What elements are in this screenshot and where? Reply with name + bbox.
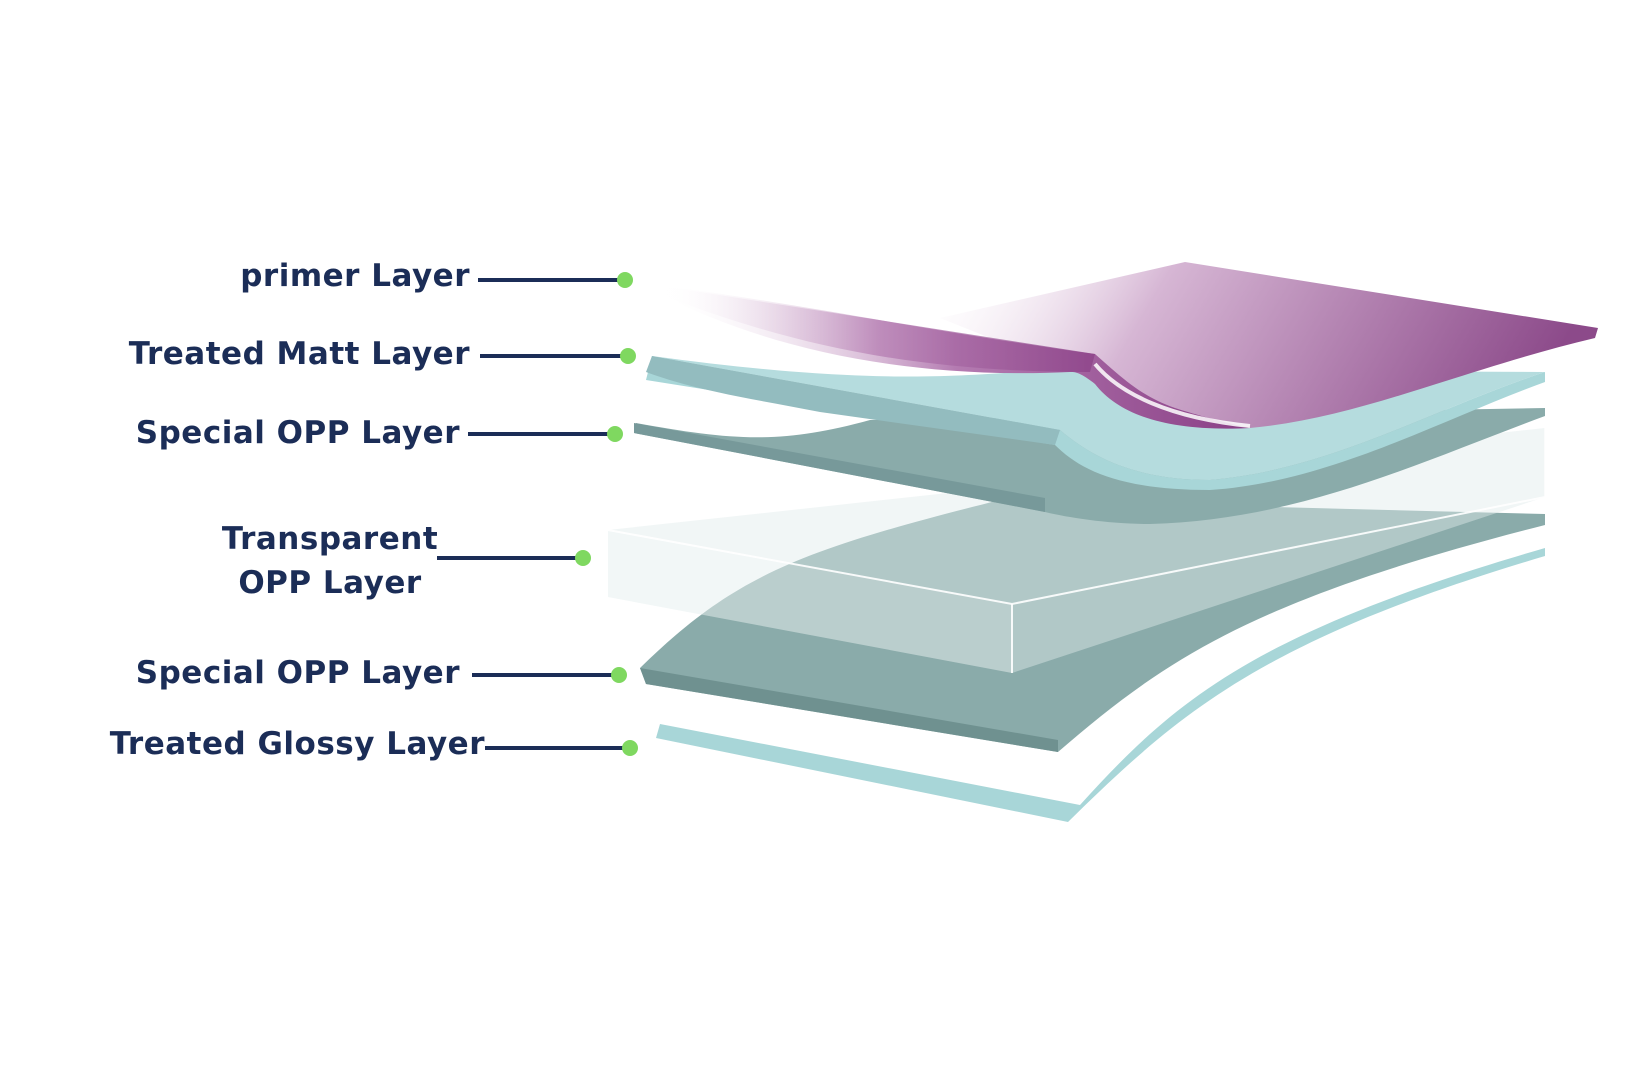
label-transparent-opp: Transparent OPP Layer [222, 521, 591, 601]
treated-glossy-dot [622, 740, 638, 756]
treated-matt-layer-dot [620, 348, 636, 364]
treated-matt-layer-label: Treated Matt Layer [129, 336, 470, 372]
primer-layer-dot [617, 272, 633, 288]
label-treated-matt-layer: Treated Matt Layer [129, 336, 636, 372]
special-opp-bottom-layer-shape [640, 500, 1545, 752]
special-opp-bottom-label: Special OPP Layer [136, 655, 460, 691]
treated-glossy-layer-shape [656, 548, 1545, 822]
primer-layer-label: primer Layer [240, 258, 470, 294]
label-primer-layer: primer Layer [240, 258, 633, 294]
label-special-opp-top: Special OPP Layer [136, 415, 623, 451]
transparent-opp-label-line-2: OPP Layer [238, 565, 422, 601]
special-opp-top-label: Special OPP Layer [136, 415, 460, 451]
transparent-opp-dot [575, 550, 591, 566]
label-special-opp-bottom: Special OPP Layer [136, 655, 627, 691]
special-opp-bottom-dot [611, 667, 627, 683]
treated-glossy-label: Treated Glossy Layer [110, 726, 486, 762]
primer-layer-shape [662, 262, 1598, 429]
label-treated-glossy: Treated Glossy Layer [110, 726, 638, 762]
special-opp-top-dot [607, 426, 623, 442]
transparent-opp-label-line-1: Transparent [222, 521, 438, 557]
